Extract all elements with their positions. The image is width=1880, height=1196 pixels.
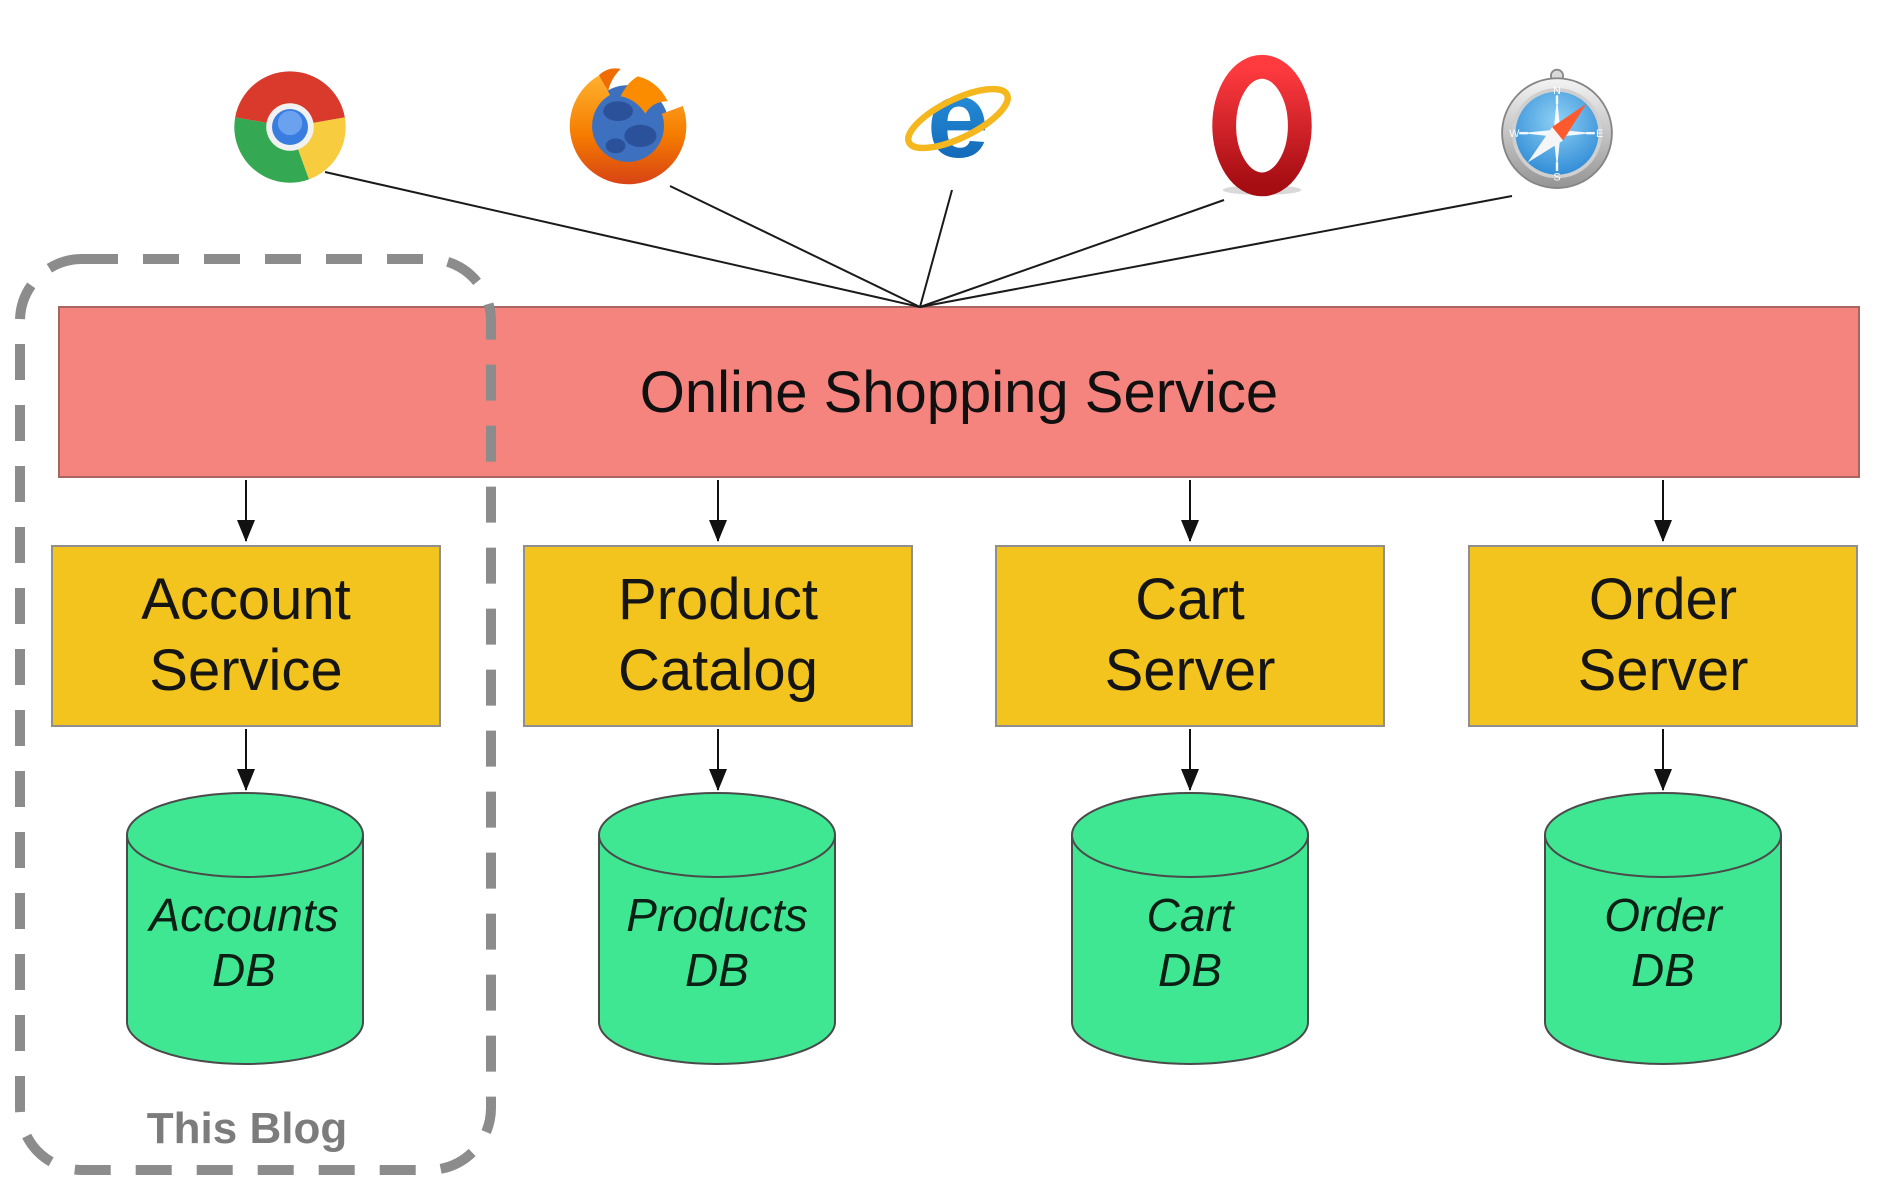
service-box-product-catalog: Product Catalog (523, 545, 913, 727)
svg-text:W: W (1509, 128, 1520, 140)
service-box-label: Order Server (1577, 567, 1749, 703)
firefox-icon (569, 68, 687, 185)
internet-explorer-icon: e (905, 62, 1011, 181)
svg-text:E: E (1596, 128, 1603, 140)
chrome-icon (234, 71, 346, 183)
this-blog-label: This Blog (146, 1104, 348, 1153)
service-box-label: Cart Server (1104, 567, 1276, 703)
svg-text:N: N (1553, 85, 1561, 97)
online-shopping-service-bar: Online Shopping Service (58, 306, 1860, 478)
connector-firefox (669, 185, 921, 308)
connector-chrome (324, 171, 921, 308)
service-box-label: Product Catalog (618, 567, 818, 703)
service-box-cart: Cart Server (995, 545, 1385, 727)
safari-icon: N S W E (1501, 68, 1613, 189)
service-box-label: Account Service (141, 567, 351, 703)
db-label-cart: Cart DB (1146, 889, 1234, 997)
db-label-order: Order DB (1604, 889, 1722, 997)
connector-safari (919, 195, 1513, 308)
svg-text:S: S (1553, 172, 1560, 184)
opera-icon (1212, 54, 1312, 197)
connector-opera (919, 199, 1225, 308)
box-to-db-arrows (237, 729, 1672, 791)
bar-to-box-arrows (237, 480, 1672, 542)
svg-text:e: e (927, 62, 989, 181)
browser-connector-lines (324, 171, 1513, 308)
service-box-order: Order Server (1468, 545, 1858, 727)
connector-internet-explorer (919, 189, 953, 308)
online-shopping-service-label: Online Shopping Service (639, 359, 1279, 425)
db-label-accounts: Accounts DB (149, 889, 339, 997)
service-box-account: Account Service (51, 545, 441, 727)
db-label-products: Products DB (626, 889, 808, 997)
